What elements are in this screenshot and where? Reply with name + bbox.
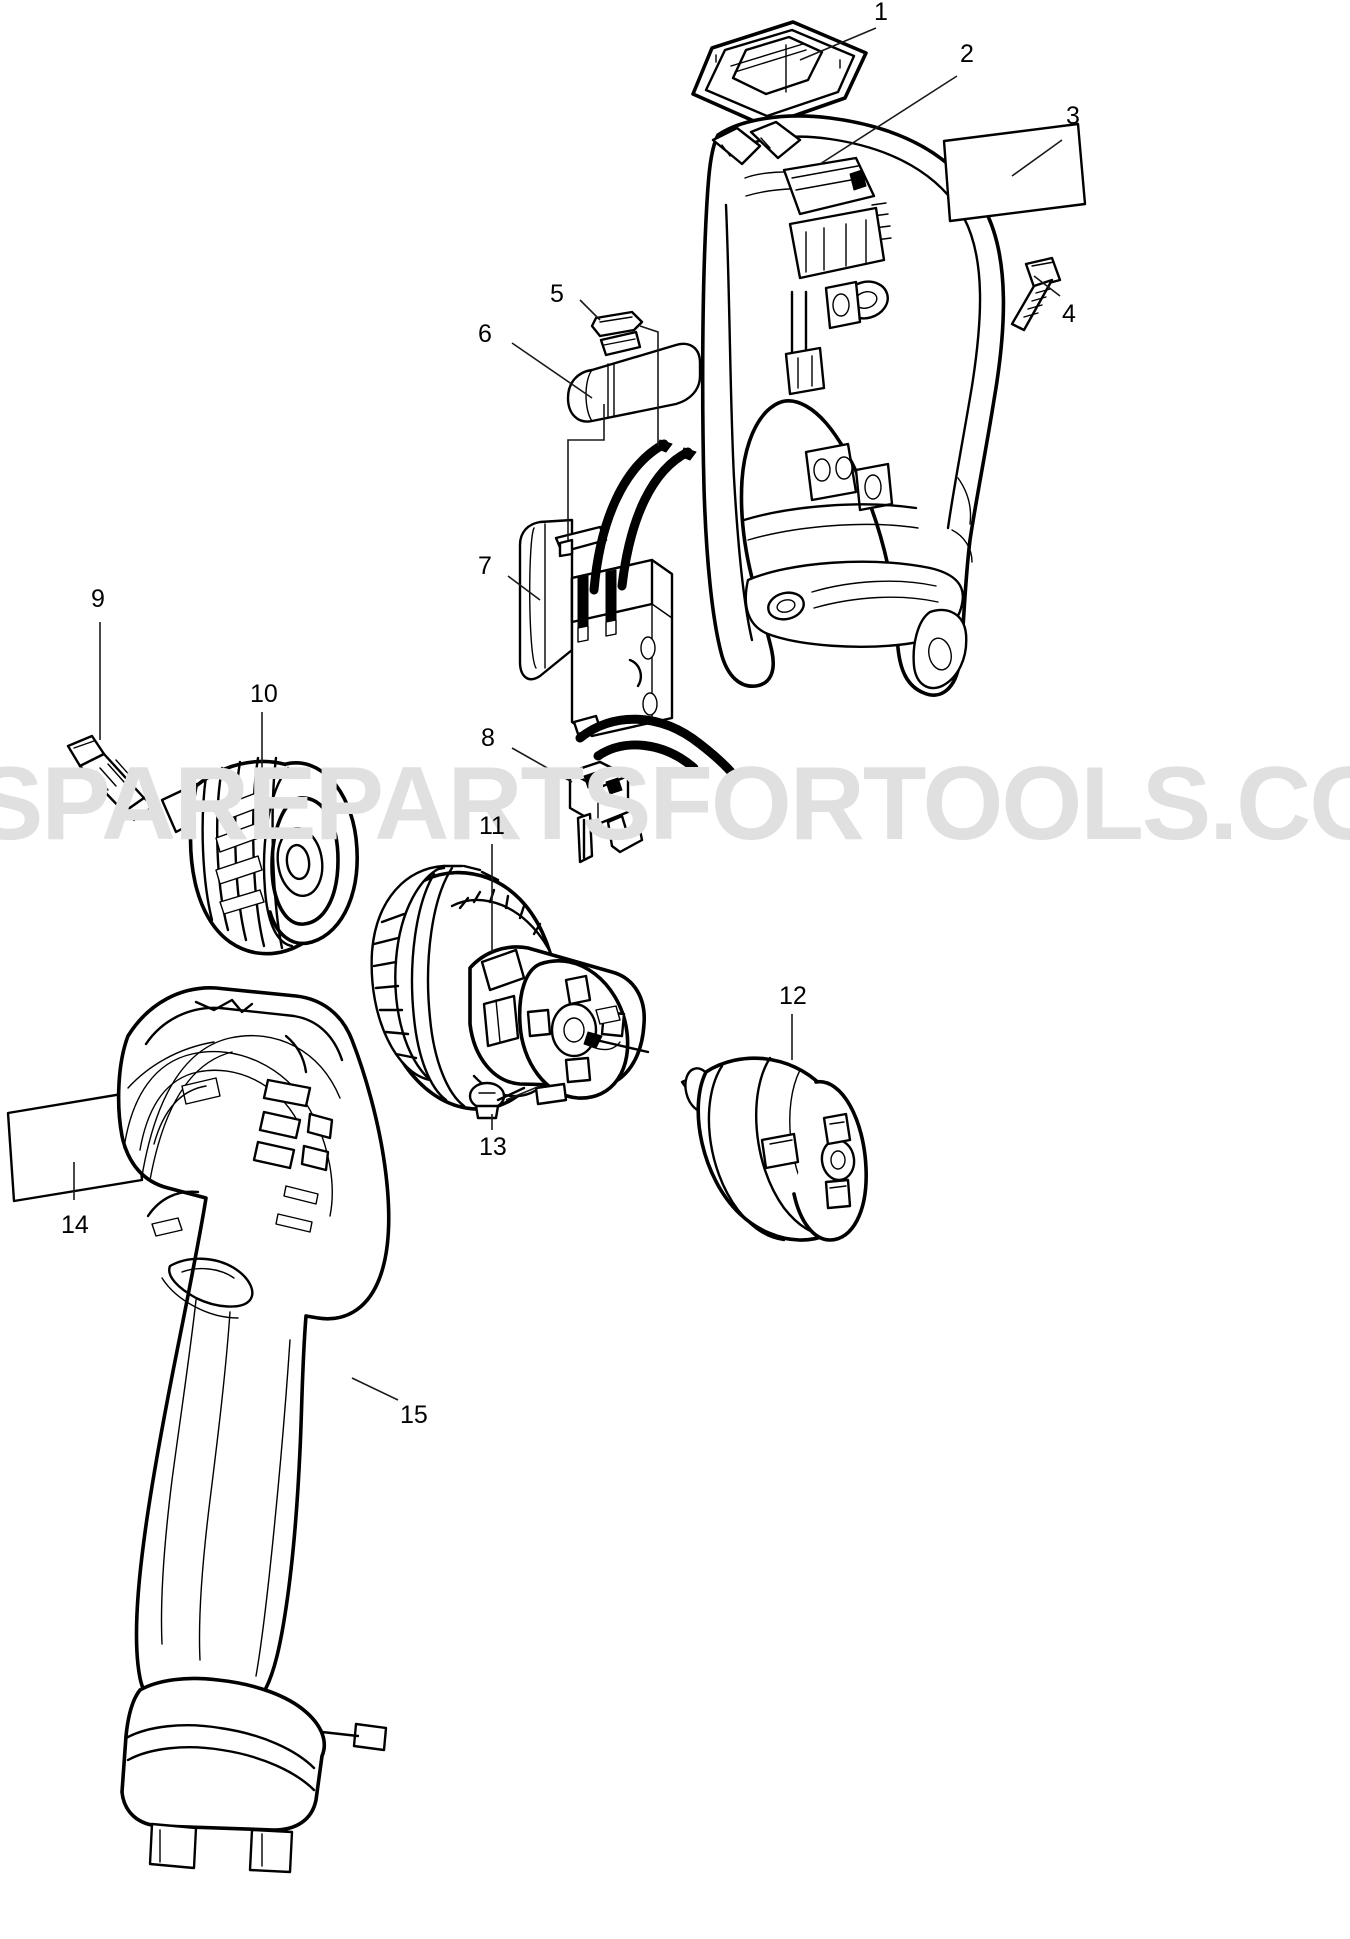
leader-2	[819, 75, 958, 165]
callout-13: 13	[479, 1133, 507, 1161]
bracket-13	[505, 1085, 541, 1101]
part-6-speed-change-knob	[566, 342, 702, 423]
part-8-terminal-connector	[568, 760, 644, 864]
leader-lines	[73, 27, 1063, 1401]
leader-1	[799, 27, 877, 61]
callout-2: 2	[960, 40, 974, 68]
bracket-5	[639, 325, 659, 446]
leader-6	[511, 342, 593, 399]
callout-5: 5	[550, 280, 564, 308]
leader-4	[1033, 275, 1061, 297]
callout-3: 3	[1066, 102, 1080, 130]
part-14-name-plate-lower	[6, 1090, 144, 1203]
leader-7	[507, 575, 541, 601]
callout-12: 12	[779, 982, 807, 1010]
callout-8: 8	[481, 724, 495, 752]
part-3-name-plate-upper	[942, 122, 1087, 223]
callout-1: 1	[874, 0, 888, 26]
callout-7: 7	[478, 552, 492, 580]
part-2-housing-half-right	[700, 114, 1006, 697]
leader-5	[579, 299, 601, 321]
part-1-switch-button-plate	[691, 20, 868, 128]
part-9-chuck-retaining-screw	[66, 734, 156, 822]
bracket-6	[567, 404, 605, 540]
part-12-dc-motor	[680, 1056, 868, 1242]
part-10-keyless-drill-chuck	[160, 756, 359, 956]
callout-9: 9	[91, 585, 105, 613]
leader-8	[511, 747, 573, 783]
leader-3	[1011, 139, 1063, 177]
callout-14: 14	[61, 1211, 89, 1239]
callout-15: 15	[400, 1401, 428, 1429]
part-11-gear-assembly-complete	[370, 864, 650, 1111]
callout-11: 11	[479, 812, 505, 840]
callout-6: 6	[478, 320, 492, 348]
part-5-lock-lever-pin	[590, 310, 644, 357]
callout-10: 10	[250, 680, 278, 708]
part-15-housing-half-left	[116, 986, 391, 1874]
callout-4: 4	[1062, 300, 1076, 328]
part-4-tapping-screw	[1010, 256, 1062, 332]
leader-15	[351, 1377, 399, 1401]
part-7-switch-trigger-assembly	[518, 439, 741, 783]
